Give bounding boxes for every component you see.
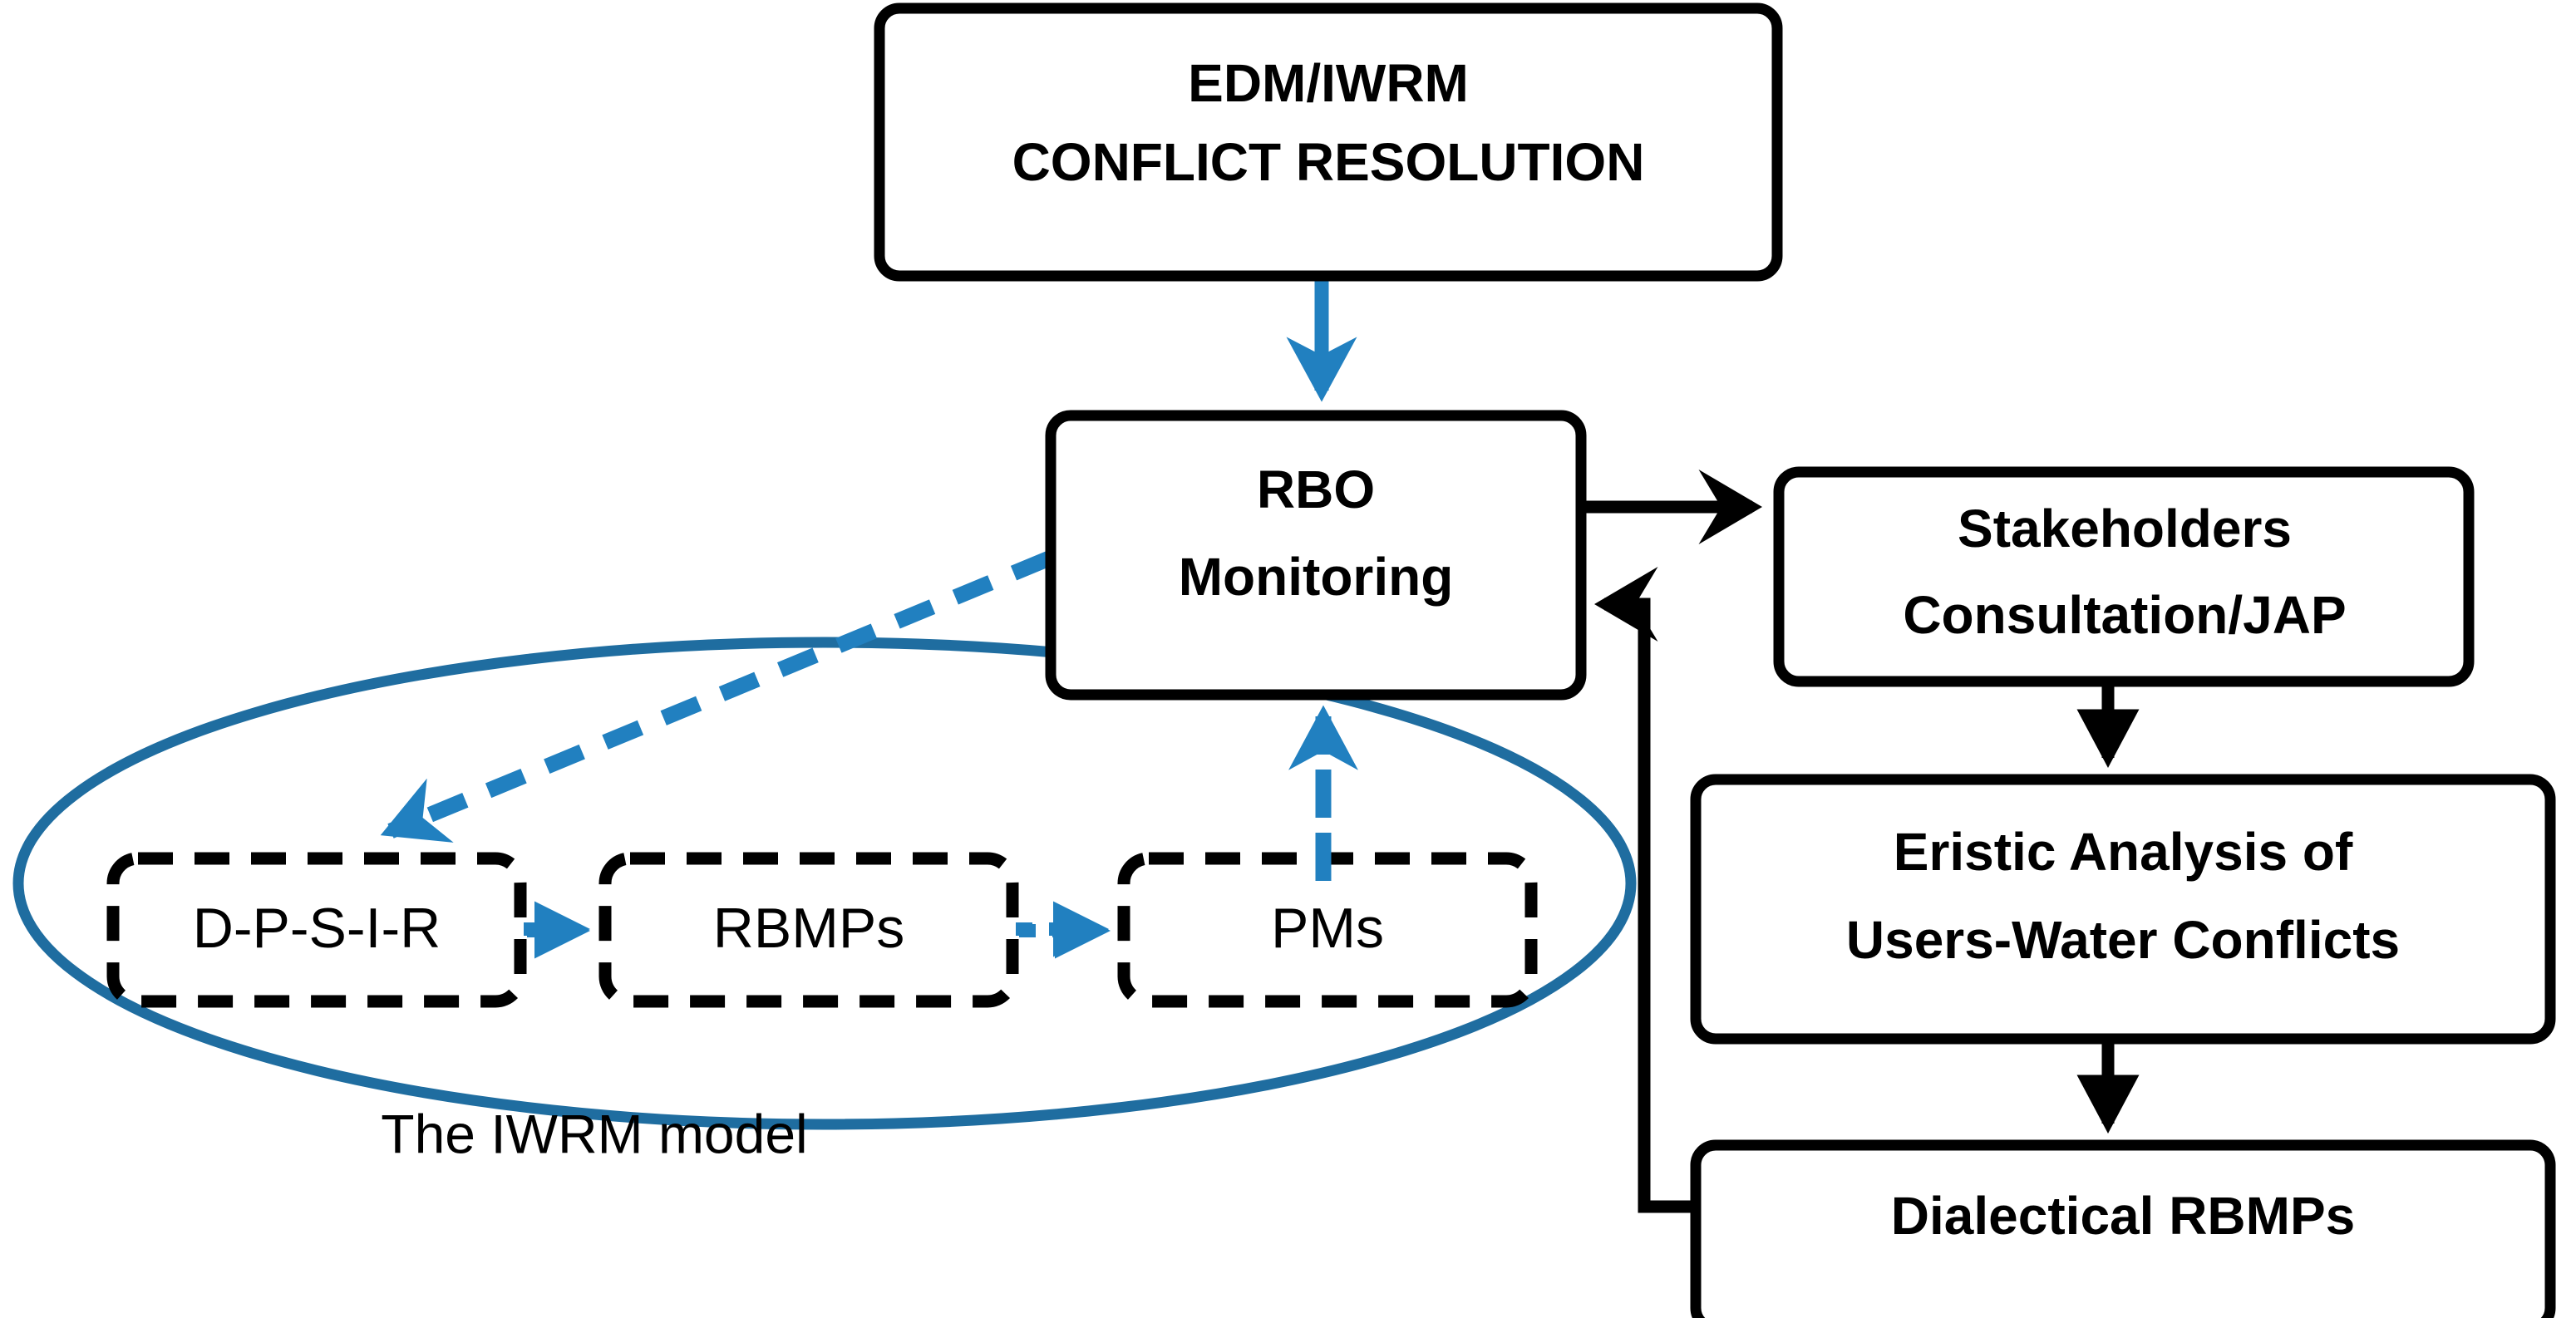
box-eristic-analysis-line2: Users-Water Conflicts: [1846, 910, 2400, 970]
step-box-rbmps-label: RBMPs: [713, 897, 904, 960]
box-edm-iwrm-rect: [874, 2, 1783, 282]
step-box-pms-label: PMs: [1271, 897, 1384, 960]
box-stakeholders[interactable]: Stakeholders Consultation/JAP: [1773, 466, 2475, 687]
box-rbo-monitoring-line2: Monitoring: [1179, 547, 1454, 607]
step-box-rbmps[interactable]: RBMPs: [598, 852, 1019, 1008]
step-box-dpsir-rect: [106, 852, 527, 1008]
box-edm-iwrm[interactable]: EDM/IWRM CONFLICT RESOLUTION: [874, 2, 1783, 282]
box-dialectical-rbmps-rect: [1690, 1139, 2556, 1318]
box-dialectical-rbmps[interactable]: Dialectical RBMPs: [1690, 1139, 2556, 1318]
box-eristic-analysis-line1: Eristic Analysis of: [1894, 822, 2353, 882]
box-stakeholders-rect: [1773, 466, 2475, 687]
connector-dialectical-to-rbo-feedback: [1593, 567, 1696, 1213]
step-box-dpsir[interactable]: D-P-S-I-R: [106, 852, 527, 1008]
iwrm-model-caption: The IWRM model: [381, 1103, 807, 1164]
box-rbo-monitoring-rect: [1045, 410, 1587, 701]
box-dialectical-rbmps-line1: Dialectical RBMPs: [1891, 1186, 2355, 1246]
box-rbo-monitoring-line1: RBO: [1257, 460, 1375, 519]
box-stakeholders-line2: Consultation/JAP: [1903, 585, 2346, 645]
box-stakeholders-line1: Stakeholders: [1958, 499, 2292, 558]
step-box-dpsir-label: D-P-S-I-R: [193, 897, 441, 960]
box-eristic-analysis[interactable]: Eristic Analysis of Users-Water Conflict…: [1690, 774, 2556, 1045]
connector-rbo-to-dpsir: [380, 551, 1052, 843]
step-box-rbmps-rect: [598, 852, 1019, 1008]
box-eristic-analysis-rect: [1690, 774, 2556, 1045]
box-rbo-monitoring[interactable]: RBO Monitoring: [1045, 410, 1587, 701]
iwrm-model-ellipse: [12, 637, 1637, 1130]
box-edm-iwrm-line1: EDM/IWRM: [1188, 53, 1469, 113]
box-edm-iwrm-line2: CONFLICT RESOLUTION: [1012, 132, 1645, 192]
